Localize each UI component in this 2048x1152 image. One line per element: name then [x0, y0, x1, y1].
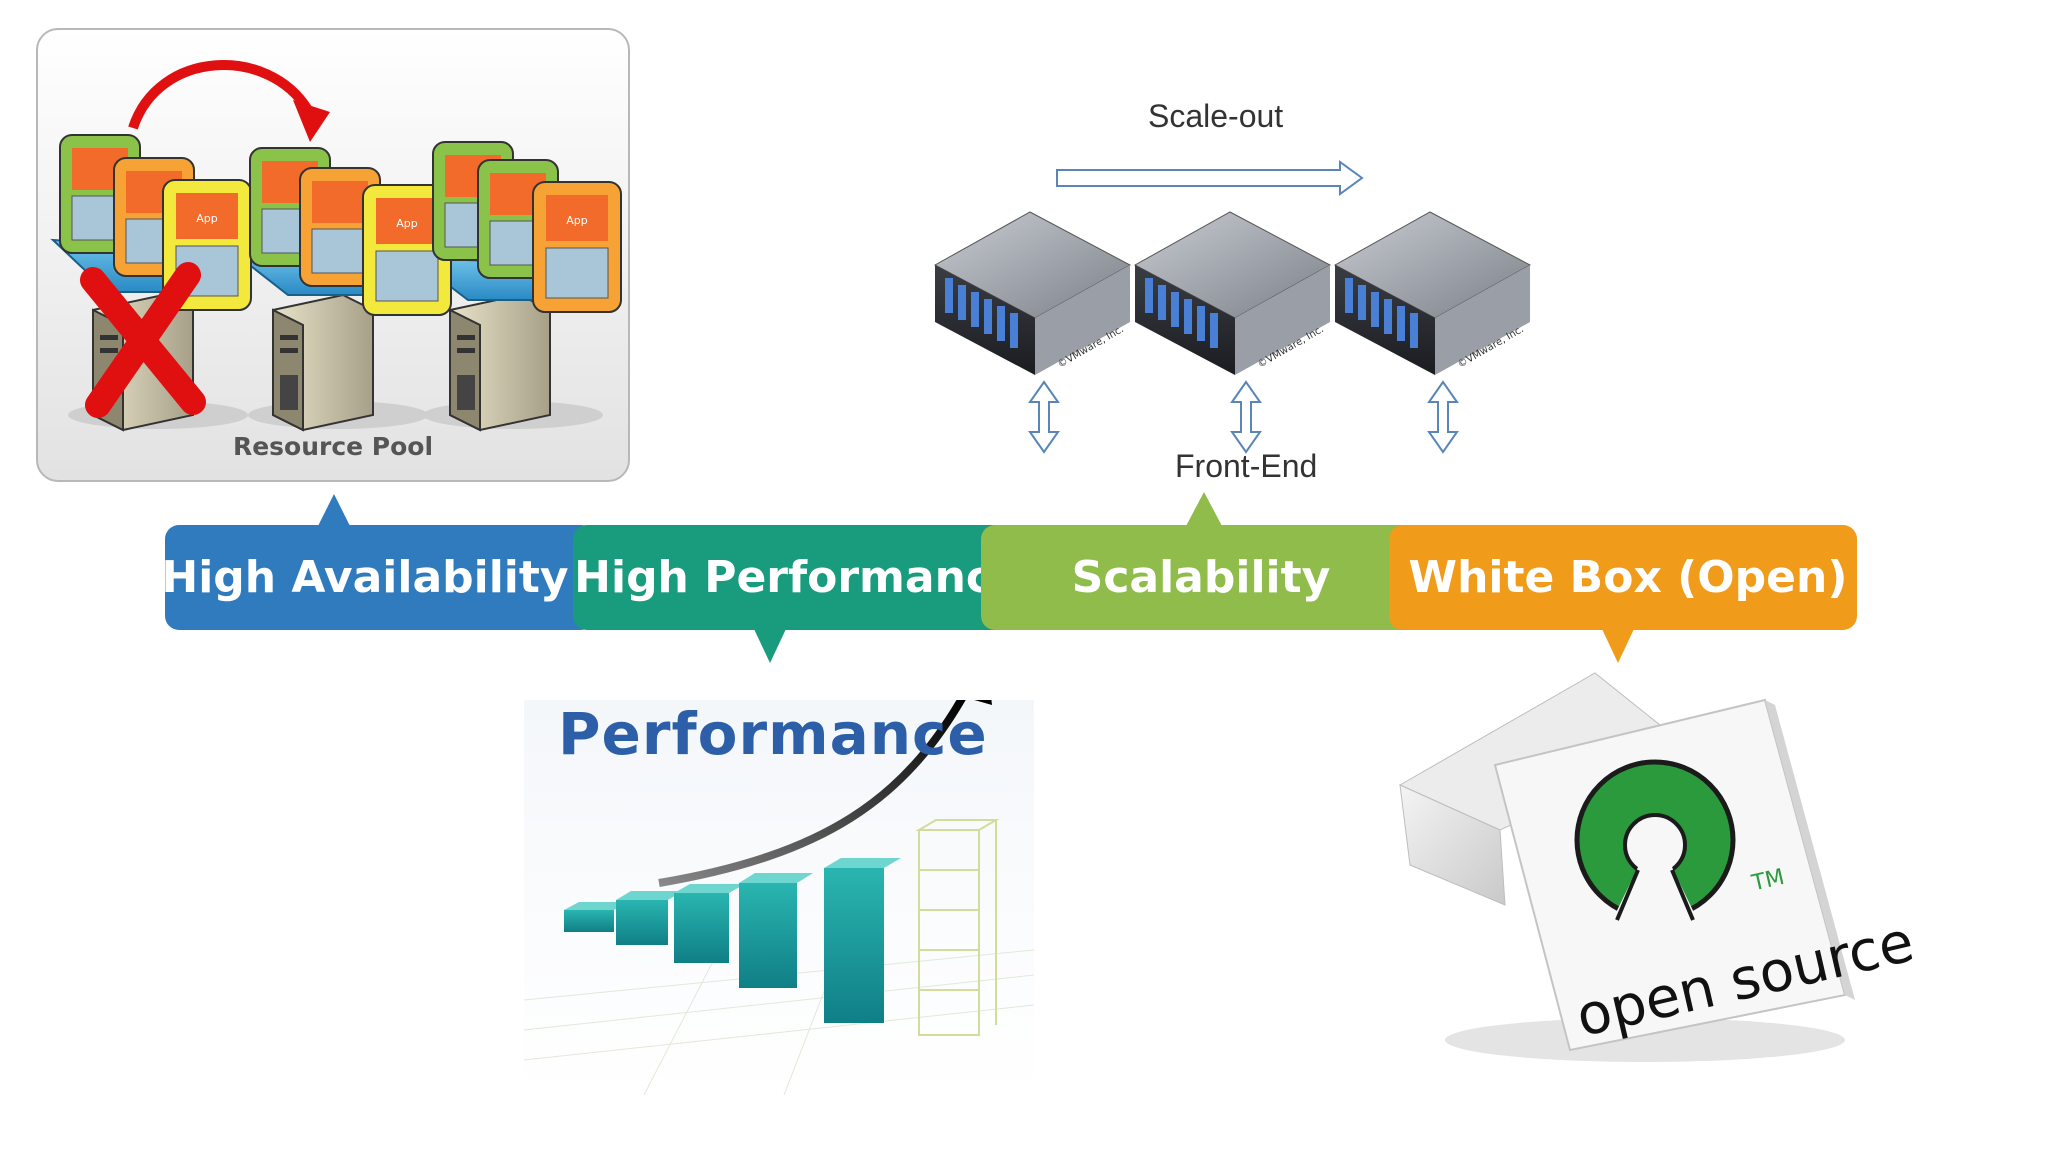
hp-pointer-icon [754, 629, 786, 663]
perf-bar [824, 858, 901, 1023]
bidirectional-arrow-icon [1230, 380, 1262, 454]
server-unit-1: ©VMware, Inc. [933, 211, 1132, 375]
perf-bar [674, 884, 745, 963]
perf-bar-outline [915, 819, 1000, 1036]
white-box-segment: White Box (Open) [1389, 525, 1857, 630]
scale-out-label: Scale-out [1148, 98, 1284, 134]
performance-title: Performance [558, 700, 988, 768]
server-tower-3 [449, 293, 551, 432]
server-unit-3: ©VMware, Inc. [1333, 211, 1532, 375]
vm-app-label: App [396, 217, 418, 230]
scale-out-arrow-icon [1056, 160, 1364, 196]
server-tower-2 [272, 293, 374, 432]
open-source-logo-icon [1574, 759, 1736, 925]
vm-app-label: App [196, 212, 218, 225]
failure-x-icon [80, 262, 206, 418]
perf-bar [739, 873, 813, 988]
open-source-box-graphic [1398, 672, 1855, 1062]
vm-card: App [362, 184, 452, 316]
front-end-label: Front-End [1175, 448, 1318, 484]
scalability-pointer-icon [1186, 492, 1222, 526]
vm-app-label: App [566, 214, 588, 227]
resource-pool-panel: App App App [36, 28, 630, 482]
perf-bar [564, 902, 629, 932]
high-availability-segment: High Availability [161, 525, 595, 630]
resource-pool-illustration: App App App [50, 60, 622, 432]
resource-pool-label: Resource Pool [232, 432, 434, 461]
wb-pointer-icon [1602, 629, 1634, 663]
scale-out-diagram: ©VMware, Inc. ©VMware, Inc. ©VMware, Inc… [933, 160, 1532, 454]
bidirectional-arrow-icon [1427, 380, 1459, 454]
growth-arrow-icon [658, 693, 968, 887]
high-performance-segment: High Performance [573, 525, 1022, 630]
failover-arrow-icon [128, 60, 313, 130]
vm-card: App [532, 181, 622, 313]
perf-bar [616, 891, 683, 945]
bidirectional-arrow-icon [1028, 380, 1060, 454]
failover-arrowhead-icon [293, 100, 330, 142]
box-side-panel [1399, 784, 1506, 906]
server-unit-2: ©VMware, Inc. [1133, 211, 1332, 375]
vm-card [299, 167, 381, 287]
ha-pointer-icon [318, 494, 350, 526]
scalability-segment: Scalability [981, 525, 1421, 630]
